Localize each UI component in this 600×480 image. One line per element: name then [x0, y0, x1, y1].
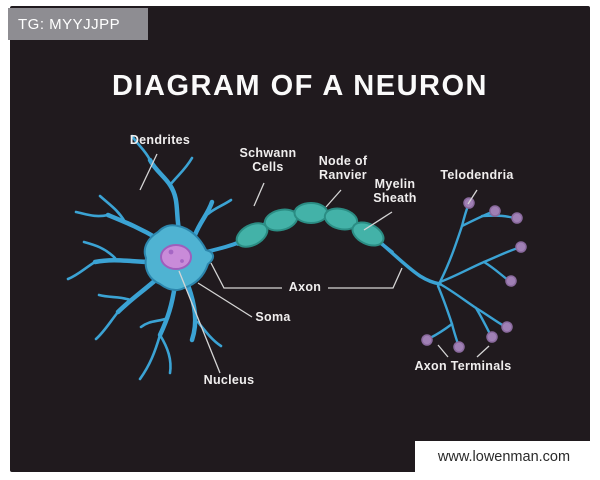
label-soma: Soma [255, 310, 291, 324]
terminals-pointer-line-left [437, 344, 449, 358]
label-axon: Axon [288, 280, 322, 294]
label-dendrites: Dendrites [129, 133, 191, 147]
label-node-of-ranvier: Node of Ranvier [318, 154, 368, 183]
myelin-pointer-line [363, 211, 393, 231]
label-schwann-cells: Schwann Cells [239, 146, 297, 175]
axon-terminal-knobs [421, 197, 527, 353]
watermark-badge: TG: MYYJJPP [8, 8, 148, 40]
label-axon-terminals: Axon Terminals [414, 359, 512, 373]
axon-pointer-line-right [328, 267, 403, 289]
footer-url-badge: www.lowenman.com [415, 441, 593, 472]
dendrites-pointer-line [139, 153, 158, 191]
nucleus-shape [160, 244, 192, 270]
telodendria-pointer-line [467, 189, 478, 205]
soma-body [143, 224, 214, 292]
terminals-pointer-line-right [476, 345, 490, 358]
diagram-background-panel [10, 6, 590, 472]
schwann-pointer-line [253, 182, 265, 207]
footer-url: www.lowenman.com [437, 448, 571, 465]
node-pointer-line [325, 189, 342, 208]
label-myelin-sheath: Myelin Sheath [373, 177, 417, 206]
axon-pointer-line-left [210, 262, 282, 289]
label-nucleus: Nucleus [203, 373, 255, 387]
label-telodendria: Telodendria [440, 168, 514, 182]
watermark-text: TG: MYYJJPP [18, 15, 121, 33]
myelin-sheath-segments [235, 202, 385, 248]
nucleus-pointer-line [178, 270, 221, 374]
page-title: DIAGRAM OF A NEURON [112, 70, 488, 102]
label-connector-lines [139, 153, 490, 374]
soma-pointer-line [197, 282, 253, 318]
